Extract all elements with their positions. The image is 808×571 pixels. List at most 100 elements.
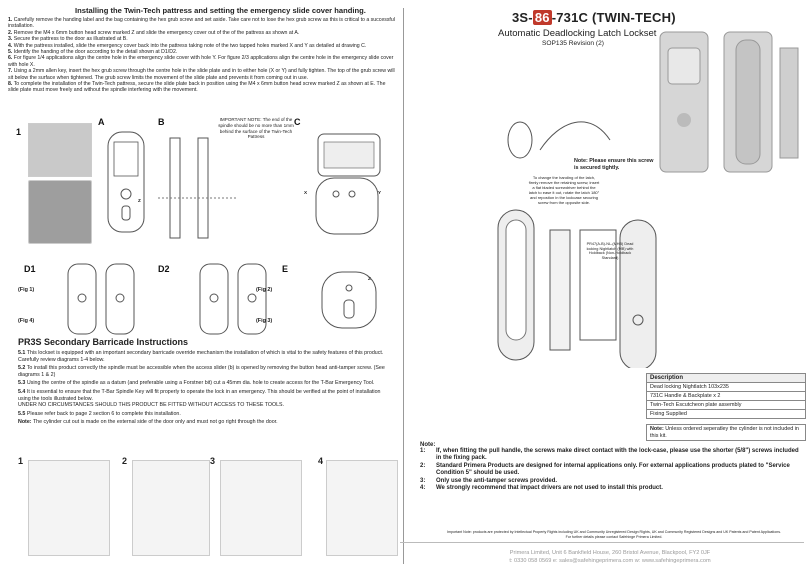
pr3s-warning: UNDER NO CIRCUMSTANCES SHOULD THIS PRODU… (18, 402, 285, 409)
fig-label-b: B (158, 117, 165, 127)
fig-tag-1: (Fig 1) (18, 287, 35, 293)
note-number: 3: (420, 477, 426, 484)
pr3s-para-number: 5.3 (18, 380, 26, 387)
pr3s-para-55-number: 5.5 (18, 410, 26, 417)
handing-text: To change the handing of the latch, firm… (528, 175, 600, 205)
figure-1-photo-bottom (28, 180, 92, 244)
pr3s-para-number: 5.4 (18, 388, 26, 395)
note-text: Standard Primera Products are designed f… (436, 462, 790, 477)
install-step: 6. For figure 1/4 applications align the… (8, 55, 396, 68)
notes-label: Note: (420, 442, 436, 448)
pr3s-para-55: 5.5 Please refer back to page 2 section … (18, 411, 394, 418)
install-step-text: Secure the pattress to the door as illus… (13, 36, 128, 43)
figure-c-drawing (315, 133, 381, 235)
step-4-drawing (326, 460, 398, 556)
fig-label-e: E (282, 264, 289, 274)
install-step-number: 1. (8, 17, 13, 23)
install-step: 7. Using a 2mm allen key, insert the hex… (8, 68, 396, 81)
desc-note-text: Unless ordered seperatley the cylinder i… (650, 426, 799, 439)
install-step-text: With the pattress installed, slide the e… (13, 42, 367, 49)
install-step: 5. Identify the handing of the door acco… (8, 49, 396, 55)
legal-1: Important Note: products are protected b… (447, 530, 781, 534)
install-step-number: 8. (8, 81, 13, 88)
product-photo (659, 31, 799, 173)
description-table: Description Dead locking Nightlatch 103x… (646, 373, 806, 442)
desc-row: Fixing Supplied (646, 409, 806, 419)
product-code-pre: 3S- (512, 10, 533, 25)
product-name: Automatic Deadlocking Latch Lockset (498, 28, 657, 39)
install-step-number: 2. (8, 29, 13, 36)
label-y: Y (378, 190, 382, 195)
install-step: 8. To complete the installation of the T… (8, 81, 396, 94)
fig-label-1: 1 (16, 127, 22, 137)
footer-rule (400, 542, 804, 543)
fig-tag-3: (Fig 3) (256, 318, 273, 324)
note-number: 4: (420, 485, 426, 492)
footer-contact: t: 0330 058 0569 e: sales@safehingeprime… (509, 558, 711, 564)
pr3s-para: 5.2 To install this product correctly th… (18, 365, 394, 378)
case-label: PR47(A-B)-NL-(MHB) Dead locking Nightlat… (586, 242, 634, 260)
install-step: 2. Remove the M4 x 6mm button head screw… (8, 30, 396, 36)
install-step-text: Remove the M4 x 6mm button head screw ma… (13, 29, 300, 36)
install-step-text: Using a 2mm allen key, insert the hex gr… (8, 68, 395, 81)
label-z-e: Z (368, 276, 371, 281)
pr3s-note: Note: The cylinder cut out is made on th… (18, 419, 394, 426)
desc-row: Dead locking Nightlatch 103x235 (646, 382, 806, 392)
install-step-number: 4. (8, 42, 13, 49)
pr3s-para-text: To install this product correctly the sp… (18, 365, 385, 378)
product-code-post: -731C (TWIN-TECH) (551, 10, 676, 25)
pr3s-note-text: The cylinder cut out is made on the exte… (32, 419, 278, 426)
figure-d2-drawing (199, 263, 267, 335)
desc-header: Description (646, 373, 806, 383)
fig-label-d2: D2 (158, 264, 170, 274)
pr3s-para: 5.3 Using the centre of the spindle as a… (18, 380, 394, 387)
pr3s-note-label: Note: (18, 419, 32, 426)
pr3s-para-text: Using the centre of the spindle as a dat… (26, 380, 375, 387)
important-note: IMPORTANT NOTE: The end of the spindle s… (218, 117, 294, 140)
step-num-2: 2 (122, 456, 128, 466)
desc-note-label: Note: (650, 426, 664, 432)
figure-a-drawing (107, 131, 145, 233)
legal-2: For further details please contact Safeh… (565, 535, 663, 539)
step-1-drawing (28, 460, 110, 556)
exploded-diagram (497, 121, 657, 368)
fig-tag-2: (Fig 2) (256, 287, 273, 293)
install-step: 3. Secure the pattress to the door as il… (8, 36, 396, 42)
pr3s-para: 5.1 This lockset is equipped with an imp… (18, 350, 394, 363)
pr3s-title: PR3S Secondary Barricade Instructions (18, 337, 189, 347)
product-sop: SOP135 Revision (2) (542, 40, 604, 47)
pr3s-para-text: This lockset is equipped with an importa… (18, 350, 384, 363)
step-3-drawing (220, 460, 302, 556)
step-num-1: 1 (18, 456, 24, 466)
figure-b-drawing (158, 137, 238, 239)
desc-row: Twin-Tech Escutcheon plate assembly (646, 400, 806, 410)
note-text: If, when fitting the pull handle, the sc… (436, 448, 799, 462)
product-code-box: 86 (532, 10, 552, 25)
desc-note: Note: Unless ordered seperatley the cyli… (646, 424, 806, 442)
figure-d1-drawing (67, 263, 135, 335)
install-step: 1. Carefully remove the handing label an… (8, 17, 396, 30)
install-step-text: Identify the handing of the door accordi… (13, 49, 178, 56)
install-step-number: 3. (8, 36, 13, 43)
figure-1-photo-top (28, 123, 92, 177)
label-x: X (304, 190, 308, 195)
pr3s-para-text: It is essential to ensure that the T-Bar… (18, 388, 381, 402)
label-z-a: Z (138, 198, 141, 203)
pr3s-para: 5.4 It is essential to ensure that the T… (18, 389, 394, 402)
pr3s-body: 5.1 This lockset is equipped with an imp… (18, 350, 394, 428)
install-step-number: 6. (8, 55, 13, 62)
install-title: Installing the Twin-Tech pattress and se… (75, 6, 366, 15)
footer-address: Primera Limited, Unit 6 Bankfield House,… (509, 550, 711, 556)
fig-tag-4: (Fig 4) (18, 318, 35, 324)
install-step-text: Carefully remove the handing label and t… (8, 17, 395, 30)
note-text: Only use the anti-tamper screws provided… (436, 477, 558, 484)
note-number: 2: (420, 462, 426, 469)
column-divider (403, 8, 404, 564)
note-item: 2: Standard Primera Products are designed… (420, 463, 800, 478)
install-steps: 1. Carefully remove the handing label an… (8, 17, 396, 94)
note-text: We strongly recommend that impact driver… (436, 485, 663, 492)
pr3s-para-55-text: Please refer back to page 2 section 6 to… (26, 410, 181, 417)
product-code: 3S-86-731C (TWIN-TECH) (512, 10, 676, 25)
step-num-3: 3 (210, 456, 216, 466)
notes-block: Note: 1:If, when fitting the pull handle… (420, 442, 800, 492)
